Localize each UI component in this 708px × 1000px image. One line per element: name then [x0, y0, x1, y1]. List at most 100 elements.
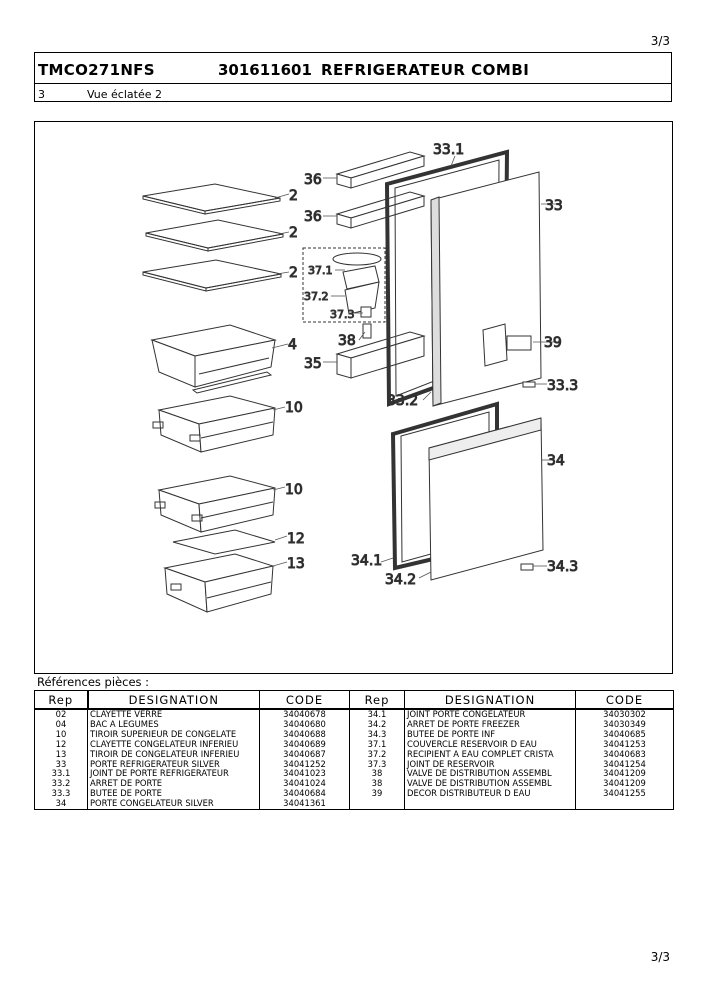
exploded-view-drawing: 2 2 2 4 10 10 12 13 36 36 37.1 37.2 37.3…: [34, 121, 673, 674]
label-shelf-2: 2: [289, 225, 298, 241]
label-tank: 37.2: [304, 290, 329, 303]
header-box: TMCO271NFS 301611601 REFRIGERATEUR COMBI…: [34, 52, 672, 102]
cell-code: 34041252: [259, 759, 350, 770]
cell-designation: JOINT DE PORTE REFRIGERATEUR: [87, 769, 260, 780]
cell-code: [575, 799, 674, 811]
cell-designation: DECOR DISTRIBUTEUR D EAU: [404, 789, 576, 800]
cell-rep: 33: [34, 759, 88, 770]
cell-designation: CLAYETTE VERRE: [87, 709, 260, 720]
label-balcony-top: 36: [304, 172, 322, 188]
parts-table: Rep DESIGNATION CODE Rep DESIGNATION COD…: [34, 690, 674, 811]
cell-rep: 34.2: [349, 719, 405, 730]
col-header-code-2: CODE: [575, 690, 674, 710]
table-row: 13 TIROIR DE CONGELATEUR INFERIEU 340406…: [34, 749, 674, 760]
label-drawer-upper: 10: [285, 400, 303, 416]
page-number-bottom: 3/3: [650, 950, 670, 964]
cell-designation: [404, 799, 576, 811]
label-freezer-door-stop: 34.2: [385, 572, 416, 588]
table-row: 12 CLAYETTE CONGELATEUR INFERIEU 3404068…: [34, 739, 674, 750]
cell-code: 34041209: [575, 779, 674, 790]
cell-code: 34040687: [259, 749, 350, 760]
label-balcony-middle: 36: [304, 209, 322, 225]
parts-table-header: Rep DESIGNATION CODE Rep DESIGNATION COD…: [34, 690, 674, 710]
cell-code: 34030302: [575, 709, 674, 720]
door-stopper-lower: [520, 563, 534, 571]
product-code: 301611601: [218, 61, 312, 79]
cell-designation: TIROIR DE CONGELATEUR INFERIEU: [87, 749, 260, 760]
section-number: 3: [38, 88, 45, 101]
header-divider: [35, 83, 671, 84]
cell-rep: 38: [349, 779, 405, 790]
table-row: 04 BAC A LEGUMES 34040680 34.2 ARRET DE …: [34, 719, 674, 730]
door-balcony-middle: [335, 191, 426, 229]
cell-code: 34040688: [259, 729, 350, 740]
section-title: Vue éclatée 2: [87, 88, 162, 101]
table-row: 33 PORTE REFRIGERATEUR SILVER 34041252 3…: [34, 759, 674, 770]
label-drawer-bottom: 13: [287, 556, 305, 572]
page-number-top: 3/3: [650, 34, 670, 48]
label-tank-lid: 37.1: [308, 264, 333, 277]
dispenser-valve: [362, 323, 372, 339]
col-header-rep: Rep: [34, 690, 89, 710]
table-row: 33.1 JOINT DE PORTE REFRIGERATEUR 340410…: [34, 769, 674, 780]
label-shelf-1: 2: [289, 188, 298, 204]
table-row: 10 TIROIR SUPERIEUR DE CONGELATE 3404068…: [34, 729, 674, 740]
cell-designation: PORTE REFRIGERATEUR SILVER: [87, 759, 260, 770]
cell-code: 34040689: [259, 739, 350, 750]
label-crisper: 4: [288, 337, 297, 353]
door-stopper-upper: [522, 381, 536, 388]
cell-designation: COUVERCLE RESERVOIR D EAU: [404, 739, 576, 750]
exploded-view-svg: 2 2 2 4 10 10 12 13 36 36 37.1 37.2 37.3…: [142, 142, 579, 613]
table-row: 34 PORTE CONGELATEUR SILVER 34041361: [34, 799, 674, 811]
references-title: Références pièces :: [37, 675, 150, 689]
cell-rep: [349, 799, 405, 811]
cell-rep: 33.1: [34, 769, 88, 780]
cell-rep: 13: [34, 749, 88, 760]
cell-designation: RECIPIENT A EAU COMPLET CRISTA: [404, 749, 576, 760]
cell-code: 34041255: [575, 789, 674, 800]
freezer-drawer-middle: [154, 475, 276, 533]
col-header-code: CODE: [259, 690, 350, 710]
label-freezer-shelf: 12: [287, 531, 305, 547]
col-header-rep-2: Rep: [349, 690, 405, 710]
door-balcony-top: [335, 151, 426, 189]
cell-designation: BUTEE DE PORTE: [87, 789, 260, 800]
cell-designation: TIROIR SUPERIEUR DE CONGELATE: [87, 729, 260, 740]
cell-designation: ARRET DE PORTE: [87, 779, 260, 790]
cell-rep: 37.3: [349, 759, 405, 770]
cell-rep: 38: [349, 769, 405, 780]
cell-rep: 34: [34, 799, 88, 811]
cell-code: 34041253: [575, 739, 674, 750]
cell-rep: 33.2: [34, 779, 88, 790]
label-stopper-lower: 34.3: [547, 559, 578, 575]
cell-code: 34041254: [575, 759, 674, 770]
cell-rep: 37.2: [349, 749, 405, 760]
label-freezer-door: 34: [547, 453, 565, 469]
cell-code: 34040678: [259, 709, 350, 720]
model-name: TMCO271NFS: [38, 61, 155, 79]
freezer-shelf: [172, 529, 276, 555]
cell-designation: JOINT DE RESERVOIR: [404, 759, 576, 770]
cell-designation: VALVE DE DISTRIBUTION ASSEMBL: [404, 779, 576, 790]
water-tank: [332, 252, 382, 318]
table-row: 33.2 ARRET DE PORTE 34041024 38 VALVE DE…: [34, 779, 674, 790]
col-header-designation: DESIGNATION: [87, 690, 260, 710]
label-fridge-gasket: 33.1: [433, 142, 464, 158]
cell-designation: ARRET DE PORTE FREEZER: [404, 719, 576, 730]
cell-rep: 02: [34, 709, 88, 720]
cell-rep: 33.3: [34, 789, 88, 800]
cell-rep: 34.3: [349, 729, 405, 740]
cell-designation: VALVE DE DISTRIBUTION ASSEMBL: [404, 769, 576, 780]
cell-rep: 39: [349, 789, 405, 800]
label-tank-seal: 37.3: [330, 308, 355, 321]
cell-code: 34041361: [259, 799, 350, 811]
cell-designation: BAC A LEGUMES: [87, 719, 260, 730]
cell-rep: 12: [34, 739, 88, 750]
glass-shelf-1: [142, 183, 281, 215]
label-dispenser-decor: 39: [544, 335, 562, 351]
label-drawer-middle: 10: [285, 482, 303, 498]
vegetable-crisper: [150, 324, 277, 394]
cell-designation: BUTEE DE PORTE INF: [404, 729, 576, 740]
table-row: 33.3 BUTEE DE PORTE 34040684 39 DECOR DI…: [34, 789, 674, 800]
leader-lines: [271, 155, 559, 579]
